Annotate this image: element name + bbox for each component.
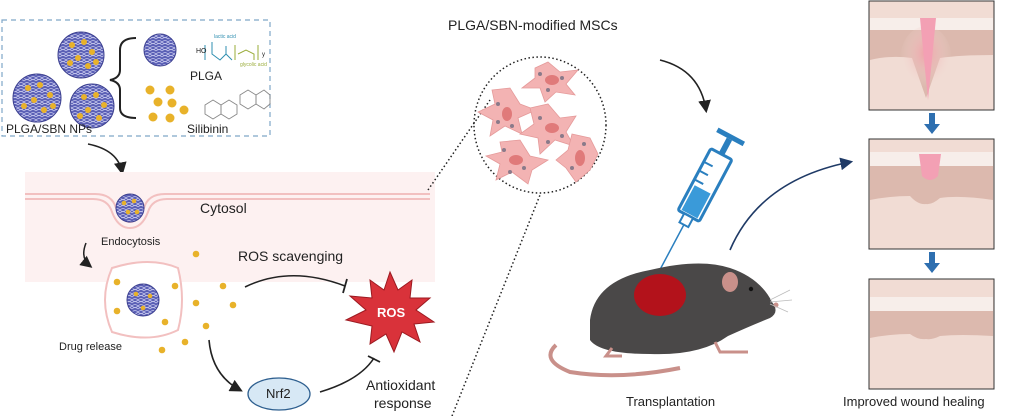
arrow-to-nrf2 (208, 339, 243, 392)
nanoparticle-panel-border (1, 19, 271, 137)
plga-chemical-structure (204, 42, 259, 61)
cytosol-label: Cytosol (200, 200, 247, 216)
wound-panel-1 (868, 0, 995, 111)
mouse-eye (748, 286, 754, 292)
wound-panel-3 (868, 278, 995, 390)
composite-np-3 (69, 83, 115, 129)
antioxidant-inhibition-bar (367, 355, 381, 363)
lactic-acid-label: lactic acid (214, 34, 236, 40)
syringe-icon (655, 127, 746, 279)
mscs-title: PLGA/SBN-modified MSCs (448, 17, 618, 33)
nrf2-label: Nrf2 (266, 386, 291, 401)
zoom-line-lower (451, 194, 541, 416)
composite-np-label: PLGA/SBN NPs (6, 122, 93, 136)
transplantation-label: Transplantation (626, 394, 716, 409)
mscs-internalized-nps (496, 72, 586, 174)
wound-healing-label: Improved wound healing (843, 394, 985, 409)
wound-site (634, 274, 686, 316)
endocytosis-arrow (79, 242, 93, 268)
endocytosis-label: Endocytosis (101, 236, 161, 248)
composite-nanoparticles (12, 31, 115, 129)
progress-arrow-1-shaft (929, 113, 935, 125)
mouse-body (590, 263, 776, 355)
antioxidant-label-line1: Antioxidant (366, 377, 436, 393)
curly-brace (109, 37, 137, 119)
mouse-tail (548, 343, 681, 378)
plga-sphere (143, 33, 177, 67)
cell-membrane-inner (25, 198, 430, 230)
released-drug-particles (113, 250, 237, 354)
drug-release-label: Drug release (59, 341, 122, 353)
glycolic-acid-label: glycolic acid (240, 62, 267, 68)
silibinin-chemical-structure (204, 89, 271, 120)
arrow-to-syringe (659, 59, 711, 114)
antioxidant-label-line2: response (374, 395, 432, 411)
ros-star (344, 270, 436, 354)
mouse-whiskers (769, 289, 793, 313)
progress-arrow-2-shaft (929, 252, 935, 264)
mscs-zoom-circle (473, 56, 607, 194)
nrf2-node (247, 377, 311, 411)
arrow-to-cell (87, 143, 127, 176)
mscs-nuclei (502, 75, 585, 166)
silibinin-label: Silibinin (187, 122, 229, 136)
progress-arrow-2-head (924, 263, 940, 273)
arrow-to-wound-panel (729, 157, 854, 251)
silibinin-particles (145, 85, 189, 123)
mouse-feet (603, 341, 748, 358)
progress-arrow-1-head (924, 124, 940, 134)
ros-scavenging-label: ROS scavenging (238, 248, 344, 264)
ros-scavenging-inhibition-line (244, 274, 346, 288)
ros-label: ROS (377, 305, 406, 320)
wound-panel-2 (868, 138, 995, 250)
cytosol-area (25, 172, 435, 282)
mouse-ear (720, 270, 740, 294)
inhibition-bar (342, 278, 348, 294)
plga-repeat-label: y (262, 52, 265, 58)
antioxidant-inhibition-line (319, 357, 375, 393)
plga-label: PLGA (190, 69, 223, 83)
composite-np-1 (57, 31, 105, 79)
vesicle-nanoparticle (126, 283, 160, 317)
endocytosed-nanoparticle (115, 193, 145, 223)
composite-np-2 (12, 73, 62, 123)
mouse-illustration (548, 263, 793, 378)
plga-hydroxyl-label: HO (196, 48, 207, 55)
